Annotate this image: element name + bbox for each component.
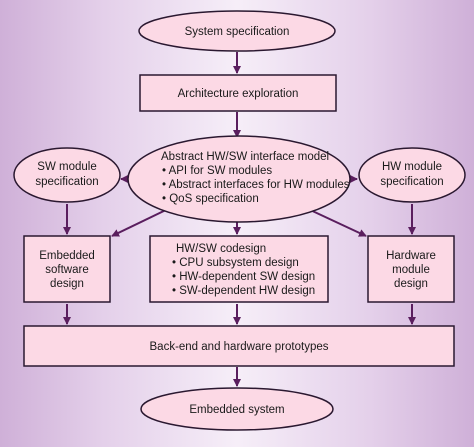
abstract-interface-bullet-1: • API for SW modules [162,165,272,177]
hw-design-line-2: module [392,264,430,276]
node-architecture-exploration: Architecture exploration [139,74,337,112]
abstract-interface-title: Abstract HW/SW interface model [161,151,329,163]
hw-design-line-1: Hardware [386,250,436,262]
backend-prototypes-label: Back-end and hardware prototypes [150,341,329,353]
abstract-interface-bullet-2: • Abstract interfaces for HW modules [162,179,350,191]
embedded-system-label: Embedded system [189,404,284,416]
sw-module-spec-line-2: specification [35,176,98,188]
sw-module-spec-line-1: SW module [37,161,96,173]
node-embedded-software-design: Embedded software design [23,235,111,303]
arrow-interface-to-embedded-sw [111,207,171,237]
node-hw-module-specification: HW module specification [358,147,466,203]
node-sw-module-specification: SW module specification [13,147,121,203]
embedded-sw-line-3: design [50,278,84,290]
node-backend-prototypes: Back-end and hardware prototypes [23,325,455,367]
node-system-specification: System specification [138,10,336,52]
hw-module-spec-line-2: specification [380,176,443,188]
connectors [63,52,416,387]
hw-module-spec-line-1: HW module [382,161,442,173]
system-specification-label: System specification [185,26,290,38]
node-hardware-module-design: Hardware module design [367,235,455,303]
codesign-bullet-3: • SW-dependent HW design [172,285,315,297]
node-embedded-system: Embedded system [140,387,334,431]
embedded-sw-line-1: Embedded [39,250,95,262]
codesign-bullet-2: • HW-dependent SW design [172,271,315,283]
embedded-sw-line-2: software [45,264,88,276]
node-hw-sw-codesign: HW/SW codesign • CPU subsystem design • … [149,235,329,303]
abstract-interface-bullet-3: • QoS specification [162,193,259,205]
codesign-bullet-1: • CPU subsystem design [172,257,299,269]
codesign-title: HW/SW codesign [176,243,266,255]
hw-design-line-3: design [394,278,428,290]
architecture-exploration-label: Architecture exploration [178,88,299,100]
arrow-interface-to-hw-design [305,207,367,237]
node-abstract-interface-model: Abstract HW/SW interface model • API for… [127,135,351,223]
